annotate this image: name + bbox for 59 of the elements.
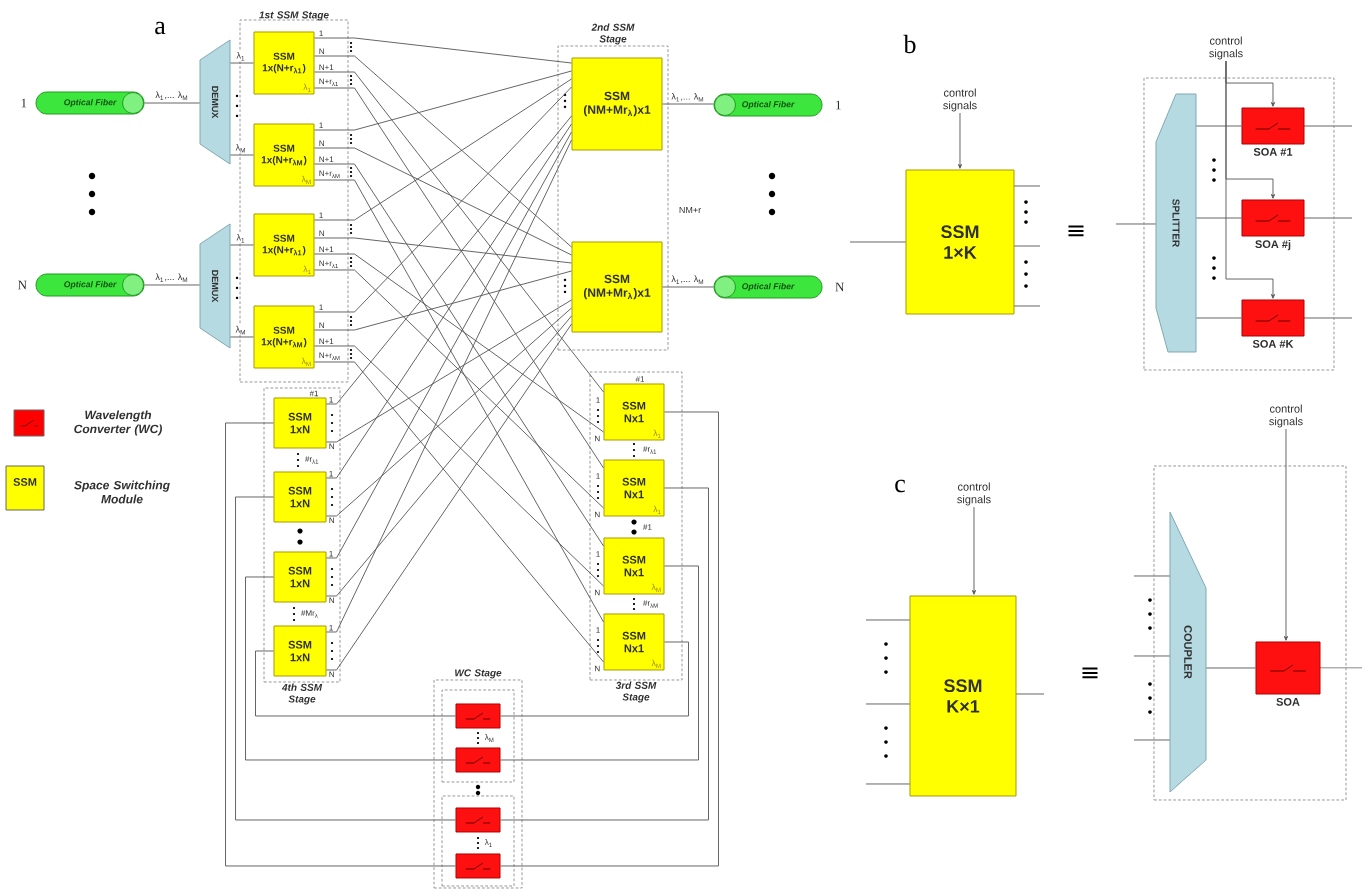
connector-line xyxy=(326,115,572,405)
connector-line xyxy=(326,315,572,597)
ssm-box: SSM K×1 xyxy=(909,595,1017,797)
connector-line xyxy=(500,565,699,761)
connector-line xyxy=(229,336,254,338)
connector-line xyxy=(314,237,572,264)
connector-line xyxy=(229,244,254,246)
connector-line xyxy=(314,147,572,256)
group-frame xyxy=(1143,77,1335,371)
group-frame xyxy=(1153,465,1347,801)
connector-line xyxy=(225,422,456,867)
connector-line xyxy=(314,37,572,64)
connector-line xyxy=(500,641,689,717)
connector-line xyxy=(314,345,604,587)
connector-line xyxy=(314,71,604,393)
connector-line xyxy=(245,576,456,761)
connector-line xyxy=(1205,667,1256,669)
panel-letter: a xyxy=(155,21,166,35)
connector-line xyxy=(314,55,572,248)
connector-line xyxy=(144,284,201,286)
arrow xyxy=(1283,428,1288,641)
equivalence-sign: ≡ xyxy=(1068,225,1084,237)
connector-line xyxy=(326,307,572,517)
arrow xyxy=(1225,60,1275,299)
connector-line xyxy=(500,487,709,821)
connector-line xyxy=(314,86,572,313)
connector-line xyxy=(1195,217,1242,219)
connector-line xyxy=(314,163,604,547)
connector-line xyxy=(314,253,604,433)
arrow xyxy=(957,112,962,169)
connector-line xyxy=(314,179,604,623)
connector-line xyxy=(229,62,254,64)
group-frame xyxy=(441,795,515,887)
connector-line xyxy=(326,299,572,443)
connector-line xyxy=(229,154,254,156)
connector-line xyxy=(1195,125,1242,127)
arrow xyxy=(971,506,977,595)
group-frame xyxy=(441,689,515,783)
connector-line xyxy=(314,78,572,221)
connector-line xyxy=(1195,317,1242,319)
connector-line xyxy=(314,361,604,663)
equivalence-sign: ≡ xyxy=(1082,667,1098,679)
connector-line xyxy=(500,411,719,867)
connector-line xyxy=(326,139,572,633)
connector-line xyxy=(314,87,604,469)
connector-line xyxy=(314,70,572,131)
panel-letter: c xyxy=(895,479,905,493)
connector-line xyxy=(662,286,714,288)
connector-line xyxy=(326,123,572,479)
panel-letter: b xyxy=(903,34,916,54)
connector-line xyxy=(314,269,604,509)
connector-line xyxy=(255,650,456,717)
ssm-box: SSM 1×K xyxy=(905,169,1015,315)
connector-line xyxy=(326,323,572,671)
connector-line xyxy=(144,102,201,104)
connector-line xyxy=(662,103,714,105)
connector-line xyxy=(235,496,456,821)
connector-line xyxy=(314,270,572,331)
connector-line xyxy=(326,131,572,559)
